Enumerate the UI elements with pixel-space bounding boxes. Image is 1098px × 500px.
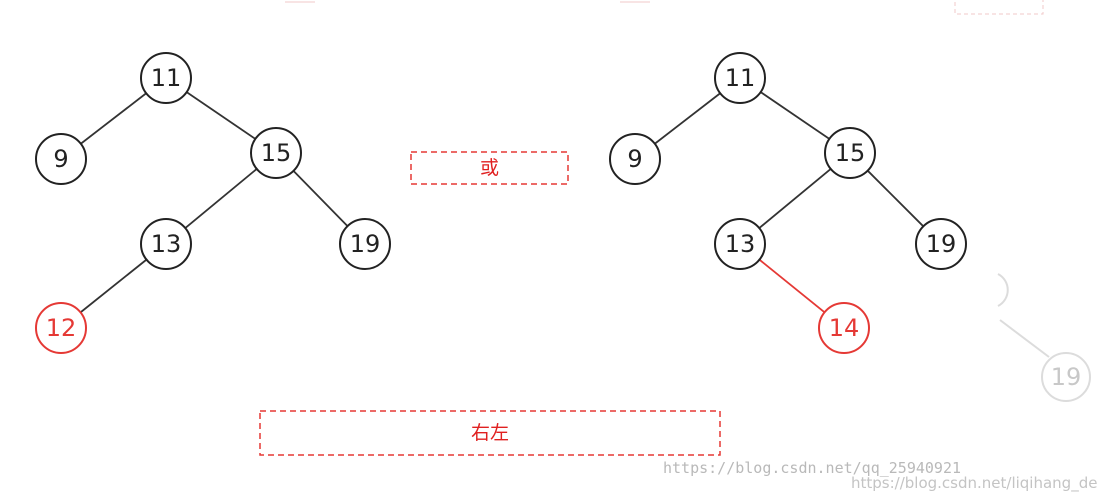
- tree1-node-9: 9: [35, 133, 87, 185]
- node-label: 15: [835, 139, 866, 167]
- tree2-edge-b13-b14: [758, 259, 826, 313]
- watermark-secondary: https://blog.csdn.net/liqihang_dev: [851, 474, 1098, 493]
- node-label: 19: [350, 230, 381, 258]
- tree2-edge-b15-b13: [758, 168, 832, 229]
- cropped-header-artifacts: [285, 0, 1044, 15]
- node-label: 9: [53, 145, 68, 173]
- ghost-node-label: 19: [1051, 363, 1082, 391]
- node-circle: [824, 127, 876, 179]
- tree2-node-14: 14: [818, 302, 870, 354]
- node-label: 14: [829, 314, 860, 342]
- node-circle: [35, 133, 87, 185]
- ghost-node-arc: [997, 273, 1009, 307]
- node-circle: [339, 218, 391, 270]
- node-label: 11: [725, 64, 756, 92]
- tree2-node-13: 13: [714, 218, 766, 270]
- node-circle: [35, 302, 87, 354]
- tree1-edge-a15-a13: [184, 168, 258, 229]
- or-box: 或: [410, 151, 569, 185]
- node-circle: [714, 52, 766, 104]
- tree2-edge-b15-b19: [867, 170, 924, 227]
- or-box-label: 或: [480, 157, 499, 179]
- watermark-main: https://blog.csdn.net/qq_25940921: [663, 459, 961, 477]
- node-label: 13: [151, 230, 182, 258]
- ghost-tree-fragment: 19: [997, 273, 1091, 402]
- right-left-box-border: [259, 410, 721, 456]
- node-circle: [140, 52, 192, 104]
- node-label: 13: [725, 230, 756, 258]
- ghost-edge: [999, 319, 1050, 358]
- node-label: 12: [46, 314, 77, 342]
- node-circle: [250, 127, 302, 179]
- tree2-edge-b11-b9: [654, 92, 721, 145]
- right-left-box: 右左: [259, 410, 721, 456]
- right-left-box-label: 右左: [471, 422, 509, 444]
- tree1-node-15: 15: [250, 127, 302, 179]
- node-circle: [818, 302, 870, 354]
- tree1-node-12: 12: [35, 302, 87, 354]
- or-box-border: [410, 151, 569, 185]
- node-circle: [609, 133, 661, 185]
- nodes-layer: 11 9 15 13 19 12 11 9 15 13 19 14: [35, 52, 967, 354]
- tree2-node-9: 9: [609, 133, 661, 185]
- tree2-node-11: 11: [714, 52, 766, 104]
- node-label: 11: [151, 64, 182, 92]
- tree1-edge-a13-a12: [79, 258, 148, 314]
- tree1-edge-a15-a19: [292, 170, 349, 227]
- ghost-node: [1041, 352, 1091, 402]
- tree1-edge-a11-a15: [186, 91, 256, 140]
- node-label: 19: [926, 230, 957, 258]
- node-circle: [915, 218, 967, 270]
- tree2-node-15: 15: [824, 127, 876, 179]
- edges-layer: [79, 91, 924, 314]
- tree1-node-11: 11: [140, 52, 192, 104]
- tree1-edge-a11-a9: [80, 92, 147, 145]
- node-circle: [140, 218, 192, 270]
- node-label: 15: [261, 139, 292, 167]
- tree2-edge-b11-b15: [760, 91, 830, 140]
- node-label: 9: [627, 145, 642, 173]
- tree1-node-13: 13: [140, 218, 192, 270]
- tree1-node-19: 19: [339, 218, 391, 270]
- node-circle: [714, 218, 766, 270]
- tree2-node-19: 19: [915, 218, 967, 270]
